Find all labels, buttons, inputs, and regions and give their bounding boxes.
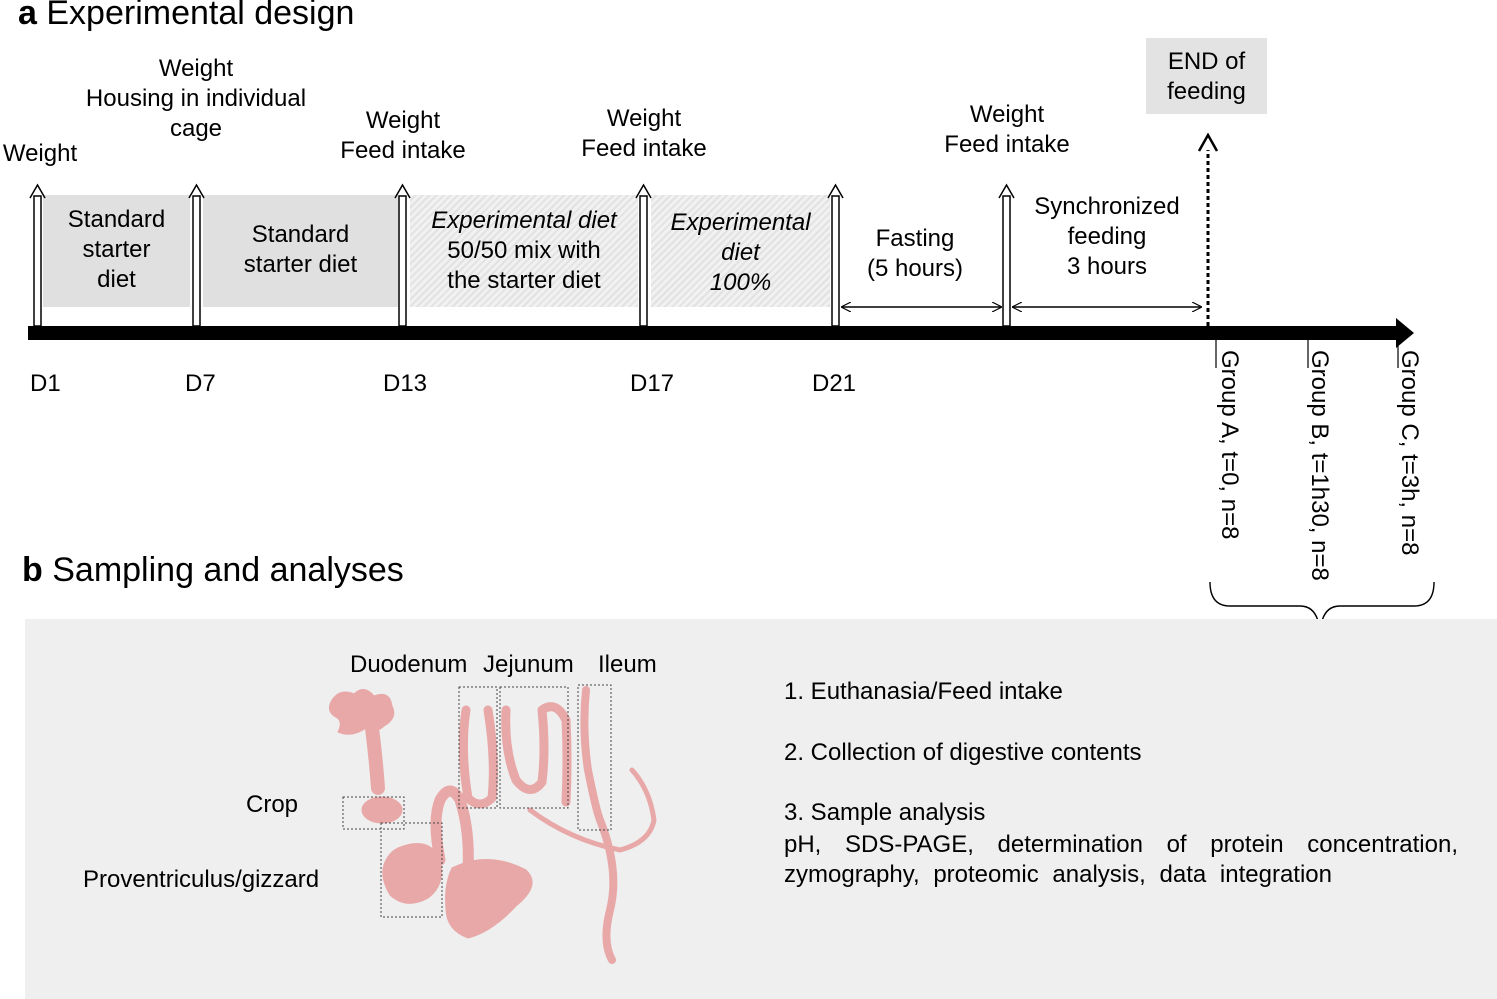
end-of-feeding-box bbox=[1146, 38, 1267, 114]
event-label-d21-plus: Weight Feed intake bbox=[944, 101, 1070, 158]
analysis-line-1: pH, SDS-PAGE, determination of protein c… bbox=[784, 831, 1458, 858]
duodenum-sample-box bbox=[458, 686, 498, 809]
panel-b-background bbox=[25, 619, 1497, 999]
day-label-d21: D21 bbox=[812, 370, 857, 397]
event-label-d17: Weight Feed intake bbox=[581, 105, 707, 162]
crop-sample-box bbox=[342, 796, 405, 830]
fasting-label: Fasting (5 hours) bbox=[866, 225, 964, 282]
organ-label-proventriculus: Proventriculus/gizzard bbox=[83, 866, 320, 893]
group-a-label: Group A, t=0, n=8 bbox=[1216, 350, 1243, 540]
digestive-tract-illustration bbox=[328, 684, 657, 964]
event-arrow-d13 bbox=[394, 183, 411, 327]
period-box-standard-2 bbox=[203, 195, 398, 307]
panel-b-heading: b Sampling and analyses bbox=[22, 551, 404, 590]
panel-a-heading: a Experimental design bbox=[18, 0, 354, 33]
step-3: 3. Sample analysis bbox=[784, 799, 986, 826]
step-1: 1. Euthanasia/Feed intake bbox=[784, 678, 1063, 705]
step-2: 2. Collection of digestive contents bbox=[784, 739, 1142, 766]
organ-label-jejunum: Jejunum bbox=[483, 651, 574, 678]
period-experimental-line2: diet bbox=[721, 239, 760, 266]
organ-label-ileum: Ileum bbox=[598, 651, 657, 678]
period-box-mix bbox=[410, 195, 638, 307]
period-mix-line3: the starter diet bbox=[447, 267, 601, 294]
event-label-d1: Weight bbox=[2, 140, 78, 167]
period-mix-line2: 50/50 mix with bbox=[447, 237, 601, 264]
period-experimental-label: Experimental diet 100% bbox=[651, 208, 830, 298]
period-mix-label: Experimental diet 50/50 mix with the sta… bbox=[410, 206, 638, 296]
groups-brace bbox=[1209, 581, 1435, 620]
panel-b-title: Sampling and analyses bbox=[52, 551, 404, 589]
jejunum-sample-box bbox=[499, 686, 569, 809]
proventriculus-sample-box bbox=[380, 822, 443, 918]
day-label-d7: D7 bbox=[185, 370, 216, 397]
event-arrow-d21 bbox=[827, 183, 844, 327]
ileum-sample-box bbox=[577, 684, 612, 831]
event-arrow-d17 bbox=[635, 183, 652, 327]
end-of-feeding-arrow bbox=[1197, 132, 1219, 326]
period-standard-1-label: Standard starter diet bbox=[67, 206, 166, 293]
panel-a-letter: a bbox=[18, 0, 37, 32]
event-label-d13: Weight Feed intake bbox=[340, 107, 466, 164]
period-mix-line1: Experimental diet bbox=[431, 207, 617, 234]
panel-a-title: Experimental design bbox=[46, 0, 355, 32]
timeline-axis bbox=[28, 318, 1414, 348]
group-b-label: Group B, t=1h30, n=8 bbox=[1306, 350, 1333, 581]
event-arrow-d1 bbox=[29, 183, 46, 327]
period-experimental-line1: Experimental bbox=[670, 209, 811, 236]
group-c-label: Group C, t=3h, n=8 bbox=[1396, 350, 1423, 556]
day-label-d17: D17 bbox=[630, 370, 675, 397]
event-label-d7: Weight Housing in individual cage bbox=[85, 55, 307, 142]
period-experimental-line3: 100% bbox=[709, 269, 772, 296]
digestive-tract-shape bbox=[328, 686, 657, 964]
day-label-d1: D1 bbox=[30, 370, 61, 397]
period-box-standard-1 bbox=[43, 195, 190, 307]
event-arrow-after-fasting bbox=[998, 183, 1015, 327]
period-box-experimental bbox=[651, 195, 830, 307]
organ-label-crop: Crop bbox=[246, 791, 299, 818]
timeline-svg bbox=[28, 132, 1435, 620]
event-arrow-d7 bbox=[188, 183, 205, 327]
period-standard-2-label: Standard starter diet bbox=[243, 221, 358, 278]
synchronized-feeding-label: Synchronized feeding 3 hours bbox=[1034, 193, 1180, 280]
day-label-d13: D13 bbox=[383, 370, 428, 397]
organ-label-duodenum: Duodenum bbox=[350, 651, 468, 678]
panel-b-letter: b bbox=[22, 551, 43, 589]
analysis-line-2: zymography, proteomic analysis, data int… bbox=[784, 861, 1332, 888]
end-of-feeding-label: END of feeding bbox=[1167, 48, 1246, 105]
